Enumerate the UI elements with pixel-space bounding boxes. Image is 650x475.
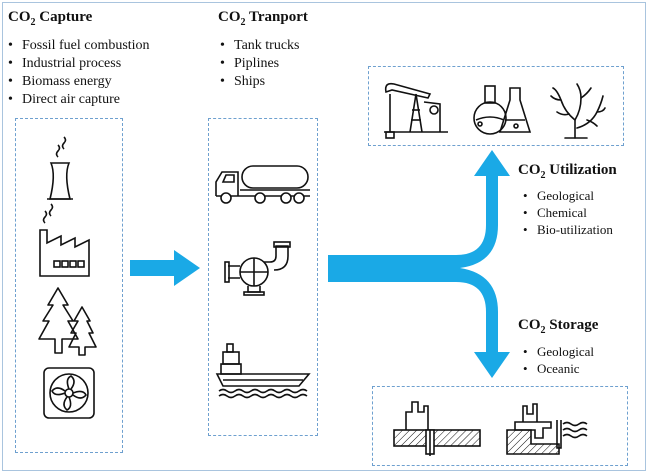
- list-item: Direct air capture: [8, 91, 150, 109]
- pipeline-icon: [224, 241, 291, 296]
- capture-list: Fossil fuel combustion Industrial proces…: [8, 37, 150, 109]
- list-item: Biomass energy: [8, 73, 150, 91]
- oceanic-storage-icon: [506, 403, 588, 455]
- tank-truck-icon: [215, 165, 310, 204]
- capture-to-transport-arrow: [130, 250, 200, 286]
- storage-title: CO2 Storage: [518, 317, 599, 336]
- transport-box: [208, 118, 318, 436]
- transport-list: Tank trucks Piplines Ships: [220, 37, 300, 91]
- utilization-list: Geological Chemical Bio-utilization: [523, 187, 613, 238]
- list-item: Geological: [523, 187, 613, 204]
- transport-title: CO2 Tranport: [218, 9, 308, 28]
- chemistry-flasks-icon: [473, 85, 532, 135]
- list-item: Chemical: [523, 204, 613, 221]
- list-item: Geological: [523, 343, 594, 360]
- diagram-frame: [2, 2, 646, 471]
- list-item: Fossil fuel combustion: [8, 37, 150, 55]
- capture-title: CO2 Capture: [8, 9, 93, 28]
- ship-icon: [215, 343, 311, 399]
- storage-box: [372, 386, 628, 466]
- list-item: Bio-utilization: [523, 221, 613, 238]
- list-item: Ships: [220, 73, 300, 91]
- coral-icon: [550, 83, 606, 139]
- factory-icon: [39, 203, 90, 277]
- pine-trees-icon: [38, 287, 97, 356]
- list-item: Tank trucks: [220, 37, 300, 55]
- geological-storage-icon: [393, 401, 481, 456]
- capture-box: [15, 118, 123, 453]
- storage-list: Geological Oceanic: [523, 343, 594, 377]
- oil-pump-jack-icon: [384, 82, 448, 139]
- list-item: Industrial process: [8, 55, 150, 73]
- list-item: Oceanic: [523, 360, 594, 377]
- utilization-box: [368, 66, 624, 146]
- fan-icon: [43, 367, 95, 419]
- utilization-title: CO2 Utilization: [518, 162, 617, 181]
- power-plant-cooling-tower-icon: [47, 136, 73, 200]
- split-arrow: [328, 150, 510, 378]
- list-item: Piplines: [220, 55, 300, 73]
